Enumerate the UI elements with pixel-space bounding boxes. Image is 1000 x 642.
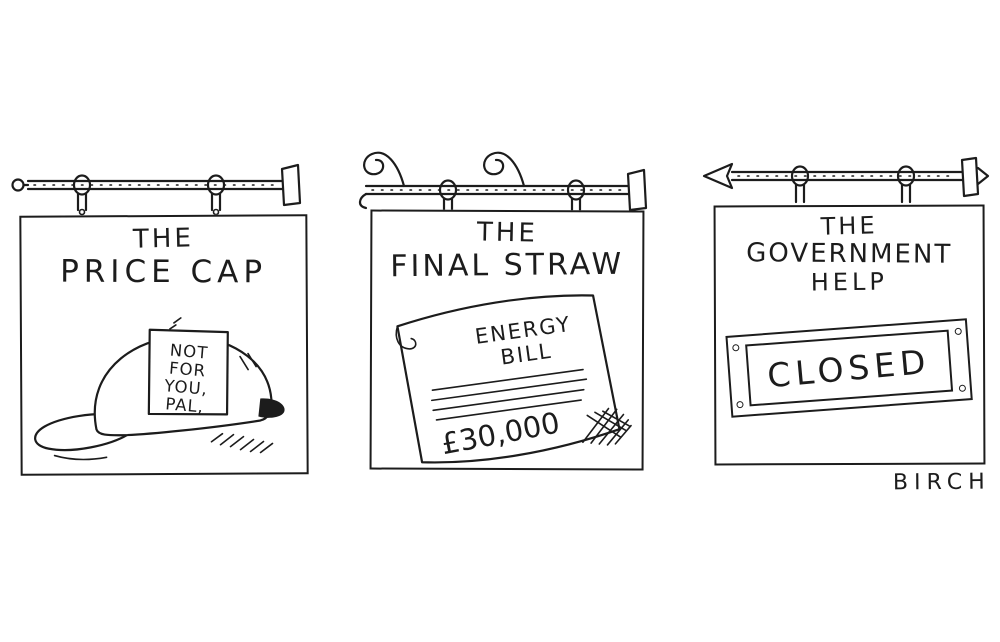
- bracket-end-plate: [960, 156, 980, 198]
- hanger-strap: [900, 183, 912, 204]
- hanger-strap: [570, 197, 582, 212]
- hanger-strap: [210, 192, 222, 212]
- cap-sign-text: PAL,: [165, 394, 205, 416]
- sign-panel-price-cap: THE PRICE CAP NOT FOR YOU, PAL,: [19, 214, 309, 476]
- flat-cap-illustration: NOT FOR YOU, PAL,: [34, 317, 285, 461]
- title-line: FINAL STRAW: [390, 247, 625, 285]
- bill-ruled-lines: [430, 368, 588, 421]
- cap-sign-text: YOU,: [163, 376, 209, 399]
- bracket-ball-finial: [11, 178, 25, 192]
- bill-paper: [396, 294, 621, 464]
- scroll-curl: [363, 151, 406, 188]
- cap-fold-marks: [239, 352, 257, 371]
- screw-icon: [732, 343, 740, 352]
- paper-curl: [395, 325, 417, 350]
- bracket-end-curl: [358, 192, 368, 210]
- cap-peak: [258, 398, 285, 418]
- closed-plaque: CLOSED: [725, 318, 973, 418]
- bracket-end-plate: [626, 168, 648, 212]
- sign-title-government-help: THE GOVERNMENT HELP: [716, 211, 983, 297]
- title-line: HELP: [810, 268, 889, 297]
- cap-button: [169, 317, 182, 330]
- hanging-bracket-icon: [11, 163, 302, 216]
- sign-title-price-cap: THE PRICE CAP: [21, 223, 305, 291]
- ground-hatching: [210, 432, 274, 454]
- hanging-bracket-icon: [358, 151, 648, 212]
- artist-signature: BIRCH: [892, 469, 991, 496]
- cap-sign: NOT FOR YOU, PAL,: [147, 328, 229, 416]
- scroll-curl: [483, 151, 526, 188]
- bracket-ring: [72, 174, 92, 196]
- title-line: GOVERNMENT: [746, 238, 953, 270]
- screw-icon: [958, 384, 967, 393]
- title-line: THE: [476, 217, 539, 249]
- cap-sign-text: NOT: [169, 341, 209, 363]
- energy-bill-illustration: ENERGY BILL £30,000: [395, 294, 632, 464]
- closed-text: CLOSED: [765, 341, 933, 395]
- screw-icon: [736, 400, 744, 409]
- bracket-ring: [438, 179, 458, 201]
- hanger-strap: [76, 192, 88, 212]
- bracket-ring: [896, 165, 916, 187]
- cap-sign-text: FOR: [168, 359, 206, 381]
- arrow-tail-icon: [976, 166, 990, 186]
- title-line: PRICE CAP: [60, 253, 268, 291]
- ground-line: [53, 454, 108, 461]
- bracket-ring: [206, 174, 226, 196]
- corner-hatching: [582, 407, 632, 446]
- sign-panel-government-help: THE GOVERNMENT HELP CLOSED: [713, 204, 986, 466]
- bracket-ring: [566, 179, 586, 201]
- title-line: THE: [132, 223, 195, 255]
- hanger-strap: [442, 197, 454, 212]
- screw-icon: [954, 327, 962, 336]
- bracket-ring: [790, 165, 810, 187]
- bracket-end-plate: [280, 163, 302, 207]
- hanger-strap: [794, 183, 806, 204]
- sign-title-final-straw: THE FINAL STRAW: [372, 217, 642, 285]
- sign-panel-final-straw: THE FINAL STRAW ENERGY BILL £30,000: [369, 209, 645, 471]
- hanging-bracket-icon: [702, 156, 990, 204]
- closed-plaque-frame: CLOSED: [745, 329, 954, 407]
- arrow-head-icon: [702, 162, 734, 190]
